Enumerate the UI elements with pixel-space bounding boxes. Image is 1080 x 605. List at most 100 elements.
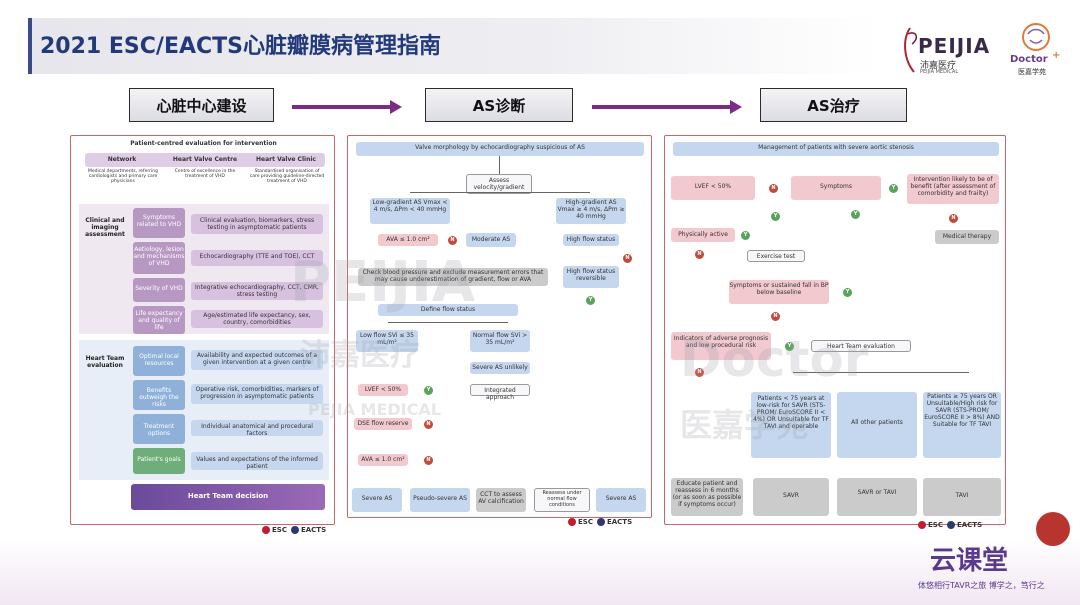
watermark-latin: PEIJIA xyxy=(290,250,476,315)
p3-indicators-text: Indicators of adverse prognosis and low … xyxy=(673,335,769,349)
arrow-1 xyxy=(292,105,390,109)
p3-no-badge: N xyxy=(695,368,704,377)
p3-group-old: Patients ≥ 75 years OR Unsuitable/High r… xyxy=(923,392,1001,458)
p2-ava2-text: AVA ≤ 1.0 cm² xyxy=(361,456,405,463)
esc-label: ESC xyxy=(272,526,287,534)
p3-yes-badge: Y xyxy=(771,212,780,221)
title-accent xyxy=(28,18,32,74)
row-goals-desc: Values and expectations of the informed … xyxy=(196,456,318,470)
peijia-logo-icon xyxy=(904,27,918,73)
group-heart-team-label: Heart Team evaluation xyxy=(85,355,125,369)
p3-exercise: Exercise test xyxy=(747,250,805,262)
row-resources-label: Optimal local resources xyxy=(139,353,179,367)
eacts-icon xyxy=(946,521,955,529)
p2-outcome-reassess: Reassess under normal flow conditions xyxy=(534,488,590,512)
hvc-desc: Centre of excellence in the treatment of… xyxy=(174,169,236,180)
p2-define-flow: Define flow status xyxy=(378,304,518,316)
p3-savr-tavi-text: SAVR or TAVI xyxy=(857,489,897,496)
panel1-header: Patient-centred evaluation for intervent… xyxy=(130,140,277,147)
brain-icon xyxy=(1022,23,1050,51)
p3-lvef: LVEF < 50% xyxy=(671,176,755,200)
eacts-label: EACTS xyxy=(300,526,327,534)
watermark-doctor: Doctor xyxy=(680,330,869,388)
group-clinical-label: Clinical and imaging assessment xyxy=(85,217,125,238)
p3-ht-eval-text: Heart Team evaluation xyxy=(827,343,895,350)
p3-no-badge: N xyxy=(771,312,780,321)
row-symptoms-label: Symptoms related to VHD xyxy=(136,214,182,228)
p3-yes-badge: Y xyxy=(851,210,860,219)
p3-bp-fall: Symptoms or sustained fall in BP below b… xyxy=(729,280,829,304)
p2-no-badge: N xyxy=(424,456,433,465)
brand-name: 云课堂 xyxy=(930,546,1009,576)
p3-header-box: Management of patients with severe aorti… xyxy=(673,142,999,156)
row-benefits-desc-box: Operative risk, comorbidities, markers o… xyxy=(191,384,323,404)
row-goals-desc-box: Values and expectations of the informed … xyxy=(191,452,323,470)
p3-tavi: TAVI xyxy=(923,478,1001,516)
p2-lvef-text: LVEF < 50% xyxy=(364,386,402,393)
title-bar xyxy=(28,18,878,74)
p2-assess: Assess velocity/gradient xyxy=(466,174,532,194)
watermark-cn: 沛嘉医疗 xyxy=(300,338,420,373)
p3-educate: Educate patient and reassess in 6 months… xyxy=(671,478,743,516)
row-resources-desc: Availability and expected outcomes of a … xyxy=(196,352,318,366)
row-life-desc: Age/estimated life expectancy, sex, coun… xyxy=(203,312,311,326)
p2-no-badge: N xyxy=(424,420,433,429)
p3-header: Management of patients with severe aorti… xyxy=(758,144,914,151)
p2-line xyxy=(499,156,500,174)
panel-heart-centre: Patient-centred evaluation for intervent… xyxy=(70,135,335,525)
p3-bp-fall-text: Symptoms or sustained fall in BP below b… xyxy=(729,282,829,296)
row-life: Life expectancy and quality of life xyxy=(133,306,185,334)
p2-line xyxy=(388,322,508,323)
p3-group-young-text: Patients < 75 years at low-risk for SAVR… xyxy=(753,395,829,430)
p2-yes-badge: Y xyxy=(424,386,433,395)
row-life-label: Life expectancy and quality of life xyxy=(135,310,183,331)
row-symptoms: Symptoms related to VHD xyxy=(133,208,185,238)
row-symptoms-desc: Clinical evaluation, biomarkers, stress … xyxy=(199,217,315,231)
esc-icon xyxy=(918,521,926,529)
p3-indicators: Indicators of adverse prognosis and low … xyxy=(671,332,771,360)
row-benefits-desc: Operative risk, comorbidities, markers o… xyxy=(195,386,319,400)
p3-group-other-text: All other patients xyxy=(851,419,903,426)
row-benefits-label: Benefits outweigh the risks xyxy=(139,387,179,408)
arrow-2 xyxy=(592,105,730,109)
p3-yes-badge: Y xyxy=(843,288,852,297)
p2-severe-unlikely-text: Severe AS unlikely xyxy=(472,364,528,371)
p3-no-badge: N xyxy=(769,184,778,193)
p2-high-flow-rev-text: High flow status reversible xyxy=(566,268,616,282)
p3-savr: SAVR xyxy=(753,478,829,516)
row-resources-desc-box: Availability and expected outcomes of a … xyxy=(191,350,323,370)
row-aetiology-desc: Echocardiography (TTE and TOE), CCT xyxy=(199,253,315,260)
network-desc: Medical departments, referring cardiolog… xyxy=(88,169,158,185)
p3-exercise-text: Exercise test xyxy=(756,253,796,260)
esc-icon xyxy=(262,526,270,534)
p3-line xyxy=(793,372,969,373)
p2-lvef: LVEF < 50% xyxy=(358,384,408,396)
esc-label: ESC xyxy=(928,521,943,529)
p2-high-gradient-text: High-gradient AS Vmax ≥ 4 m/s, ΔPm ≥ 40 … xyxy=(557,199,625,220)
row-severity-desc-box: Integrative echocardiography, CCT, CMR, … xyxy=(191,282,323,300)
p2-ava1: AVA ≤ 1.0 cm² xyxy=(378,234,438,246)
p2-high-flow-text: High flow status xyxy=(566,236,616,243)
row-goals-label: Patient's goals xyxy=(137,456,181,463)
p3-medical: Medical therapy xyxy=(935,230,999,244)
esc-label: ESC xyxy=(578,518,593,526)
p2-define-flow-text: Define flow status xyxy=(420,306,476,313)
row-aetiology-desc-box: Echocardiography (TTE and TOE), CCT xyxy=(191,250,323,266)
p3-phys: Physically active xyxy=(671,228,735,242)
p2-moderate: Moderate AS xyxy=(466,233,516,247)
p2-high-flow-rev: High flow status reversible xyxy=(563,266,619,288)
row-severity-label: Severity of VHD xyxy=(135,285,183,292)
p2-moderate-text: Moderate AS xyxy=(471,236,511,243)
p2-severe-unlikely: Severe AS unlikely xyxy=(470,362,530,374)
p2-outcome-severe2-text: Severe AS xyxy=(605,495,637,502)
p2-outcome-severe: Severe AS xyxy=(352,488,402,512)
stage-as-treatment: AS治疗 xyxy=(760,88,907,122)
p2-outcome-severe-text: Severe AS xyxy=(361,495,393,502)
p2-outcome-severe2: Severe AS xyxy=(596,488,646,512)
eacts-label: EACTS xyxy=(956,521,983,529)
eacts-icon xyxy=(290,526,299,534)
p3-group-other: All other patients xyxy=(837,392,917,458)
doctor-cn: 医嘉学苑 xyxy=(1018,68,1046,76)
p2-outcome-reassess-text: Reassess under normal flow conditions xyxy=(542,490,582,508)
